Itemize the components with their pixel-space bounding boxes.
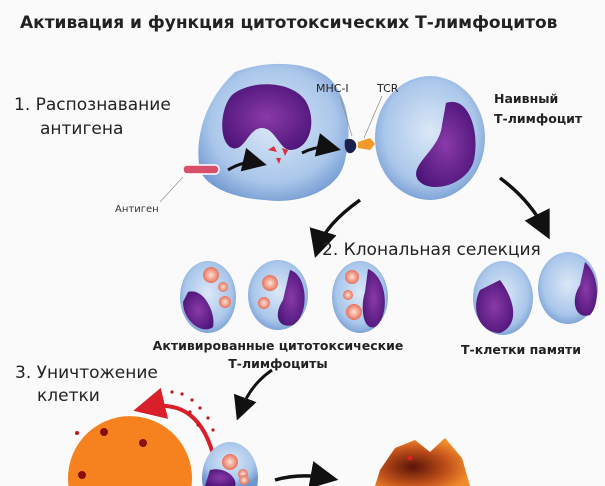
naive-t-cell xyxy=(375,76,485,200)
target-cell-dots xyxy=(75,428,147,479)
antigen-fragments xyxy=(268,146,288,164)
activated-label: Активированные цитотоксические xyxy=(153,338,404,353)
killer-t-cell xyxy=(202,442,258,486)
step3-label-2: клетки xyxy=(37,386,100,406)
destroyed-cell xyxy=(375,438,470,486)
step1-label: 1. Распознавание xyxy=(14,95,171,115)
antigen-presenting-cell xyxy=(198,63,349,201)
step2-label: 2. Клональная селекция xyxy=(322,240,541,260)
step3-label: 3. Уничтожение xyxy=(15,363,158,383)
tcr-leader-line xyxy=(363,95,383,139)
activated-label-2: Т-лимфоциты xyxy=(228,356,327,371)
arrow-to-killing xyxy=(233,368,273,421)
tcr-label: TCR xyxy=(376,82,399,95)
tcr-receptor xyxy=(358,138,375,150)
red-arrow xyxy=(133,387,217,463)
step1-label-2: антигена xyxy=(40,119,123,139)
arrow-antigen-uptake xyxy=(227,147,267,172)
activated-cells xyxy=(180,260,388,333)
memory-cells xyxy=(473,252,598,335)
antigen-leader-line xyxy=(159,176,184,203)
arrow-to-activated xyxy=(309,198,362,259)
apc-nucleus xyxy=(222,84,312,150)
naive-label-2: Т-лимфоцит xyxy=(494,111,583,126)
memory-label: Т-клетки памяти xyxy=(461,342,581,357)
target-cell xyxy=(68,416,193,486)
title: Активация и функция цитотоксических Т-ли… xyxy=(20,13,558,33)
arrow-antigen-presentation xyxy=(301,133,341,157)
mhc-leader-line xyxy=(339,95,353,137)
mhc-label: MHC-I xyxy=(316,82,349,95)
arrow-to-memory xyxy=(498,176,550,240)
granule-dots xyxy=(170,390,215,432)
mhc-receptor xyxy=(344,138,357,154)
naive-label: Наивный xyxy=(494,91,558,106)
destroyed-cell-dot xyxy=(407,455,413,461)
arrow-to-destroyed xyxy=(274,461,339,486)
antigen-label: Антиген xyxy=(115,204,159,215)
antigen-rod xyxy=(182,164,220,175)
